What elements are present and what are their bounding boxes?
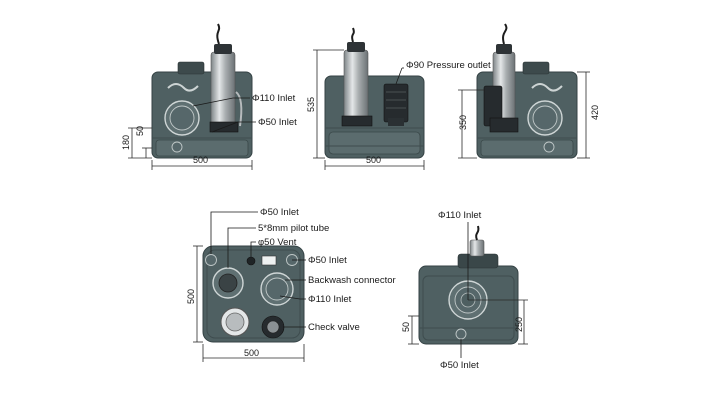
label-pressure-outlet: Φ90 Pressure outlet [406,60,491,71]
power-cable [502,23,508,45]
dim-250: 250 [514,317,524,332]
dim-180: 180 [121,135,131,150]
power-cable [351,27,355,43]
tank-lower-band [328,131,421,155]
dim-420: 420 [590,105,600,120]
label-inlet-110: Φ110 Inlet [438,210,482,221]
inlet-50-port [171,141,183,153]
label-inlet-110: Φ110 Inlet [308,294,352,305]
dim-width: 500 [244,348,259,358]
inlet-50-port [455,328,467,340]
back-view: 50 250 Φ110 Inlet Φ50 Inlet [401,210,528,371]
logo-mark [531,83,563,92]
inlet-50-a-port [205,254,217,266]
dim-350: 350 [458,115,468,130]
top-view: 500 500 Φ50 Inlet 5*8mm pilot tube φ50 V… [186,207,396,362]
label-vent: φ50 Vent [258,237,297,248]
label-plate [261,255,277,266]
label-inlet-50-b: Φ50 Inlet [308,255,347,266]
dim-500-depth: 500 [186,289,196,304]
label-inlet-50: Φ50 Inlet [258,117,297,128]
vent-port [246,256,256,266]
dim-50: 50 [135,126,145,136]
label-inlet-50: Φ50 Inlet [440,360,479,371]
pressure-outlet-pipe [383,83,409,123]
label-check-valve: Check valve [308,322,360,333]
power-cable [216,23,221,45]
label-pilot-tube: 5*8mm pilot tube [258,223,329,234]
dim-535: 535 [306,97,316,112]
label-inlet-110: Φ110 Inlet [252,93,296,104]
pump-motor [343,49,369,123]
dim-width: 500 [366,155,381,165]
tank-base [480,139,574,157]
dim-width: 500 [193,155,208,165]
tank-base [155,139,249,157]
label-backwash: Backwash connector [308,275,396,286]
side-view-left: 500 180 50 Φ110 Inlet Φ50 Inlet [121,23,297,170]
label-inlet-50-a: Φ50 Inlet [260,207,299,218]
pump-motor [210,51,236,129]
power-cable [475,225,480,241]
side-view-right: 350 420 [458,23,600,159]
dim-50: 50 [401,322,411,332]
logo-mark [167,83,199,92]
front-view: 500 535 Φ90 Pressure outlet [306,27,491,170]
